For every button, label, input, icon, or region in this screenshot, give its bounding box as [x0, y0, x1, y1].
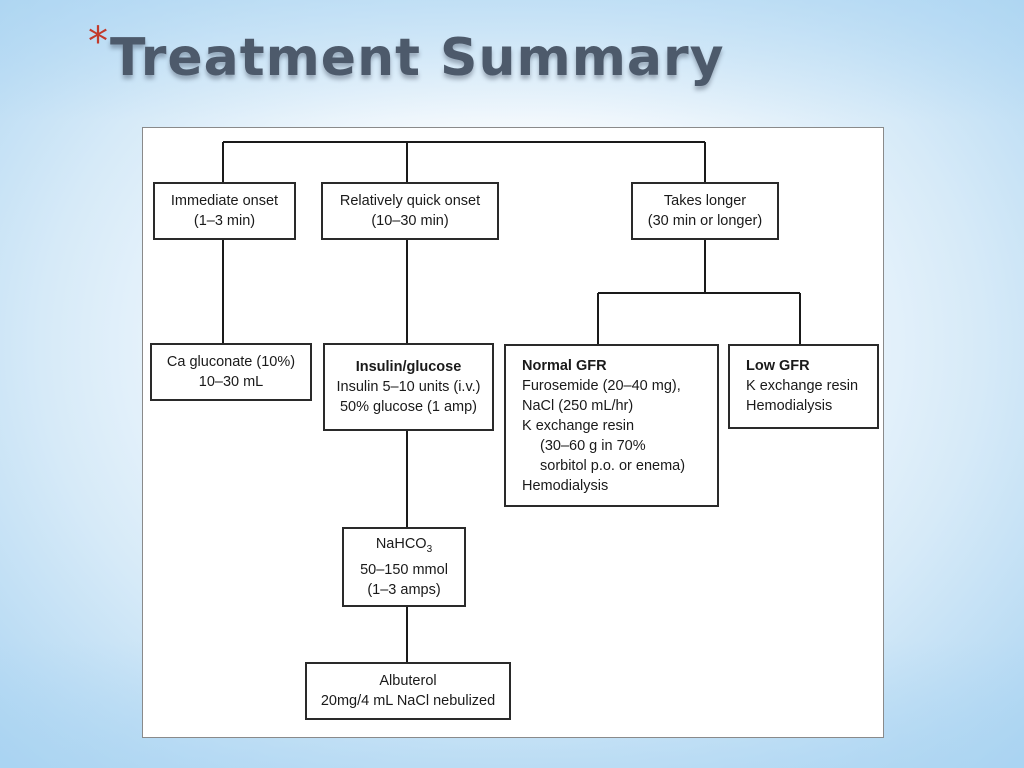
- takes-longer-label: Takes longer: [663, 193, 747, 209]
- albuterol-box: Albuterol 20mg/4 mL NaCl nebulized: [305, 662, 511, 720]
- nahco3-dose: 50–150 mmol: [360, 561, 448, 578]
- normal-gfr-heading: Normal GFR: [522, 358, 607, 374]
- nahco3-formula-subscript: 3: [426, 543, 433, 555]
- albuterol-label: Albuterol: [379, 673, 437, 689]
- normal-gfr-nacl: NaCl (250 mL/hr): [522, 398, 634, 414]
- flowchart-figure: Immediate onset (1–3 min) Relatively qui…: [142, 127, 884, 738]
- slide-title: * Treatment Summary: [88, 22, 725, 112]
- nahco3-formula: NaHCO3: [376, 534, 432, 560]
- title-bullet-icon: *: [88, 19, 108, 65]
- immediate-onset-time: (1–3 min): [193, 213, 256, 229]
- immediate-onset-box: Immediate onset (1–3 min): [153, 182, 296, 240]
- nahco3-formula-main: NaHCO: [375, 536, 427, 553]
- normal-gfr-resin: K exchange resin: [522, 418, 635, 434]
- ca-gluconate-label: Ca gluconate (10%): [166, 354, 296, 370]
- ca-gluconate-dose: 10–30 mL: [198, 374, 264, 390]
- insulin-dose: Insulin 5–10 units (i.v.): [336, 379, 481, 395]
- normal-gfr-resin-dose: (30–60 g in 70%: [540, 438, 646, 454]
- low-gfr-heading: Low GFR: [746, 358, 810, 374]
- albuterol-dose: 20mg/4 mL NaCl nebulized: [320, 693, 496, 709]
- insulin-glucose-heading: Insulin/glucose: [355, 359, 462, 375]
- immediate-onset-label: Immediate onset: [170, 193, 279, 209]
- low-gfr-box: Low GFR K exchange resin Hemodialysis: [728, 344, 879, 429]
- flowchart-connectors: [222, 141, 801, 663]
- takes-longer-box: Takes longer (30 min or longer): [631, 182, 779, 240]
- glucose-dose: 50% glucose (1 amp): [339, 399, 477, 415]
- title-text: Treatment Summary: [110, 28, 725, 88]
- insulin-glucose-box: Insulin/glucose Insulin 5–10 units (i.v.…: [323, 343, 494, 431]
- quick-onset-time: (10–30 min): [371, 213, 449, 229]
- nahco3-amps: (1–3 amps): [367, 581, 441, 598]
- normal-gfr-box: Normal GFR Furosemide (20–40 mg), NaCl (…: [504, 344, 719, 507]
- normal-gfr-hemodialysis: Hemodialysis: [522, 478, 609, 494]
- quick-onset-label: Relatively quick onset: [339, 193, 481, 209]
- ca-gluconate-box: Ca gluconate (10%) 10–30 mL: [150, 343, 312, 401]
- nahco3-box: NaHCO3 50–150 mmol (1–3 amps): [342, 527, 466, 607]
- normal-gfr-furosemide: Furosemide (20–40 mg),: [522, 378, 681, 394]
- low-gfr-resin: K exchange resin: [746, 378, 859, 394]
- takes-longer-time: (30 min or longer): [647, 213, 763, 229]
- low-gfr-hemodialysis: Hemodialysis: [746, 398, 833, 414]
- normal-gfr-resin-route: sorbitol p.o. or enema): [540, 458, 686, 474]
- quick-onset-box: Relatively quick onset (10–30 min): [321, 182, 499, 240]
